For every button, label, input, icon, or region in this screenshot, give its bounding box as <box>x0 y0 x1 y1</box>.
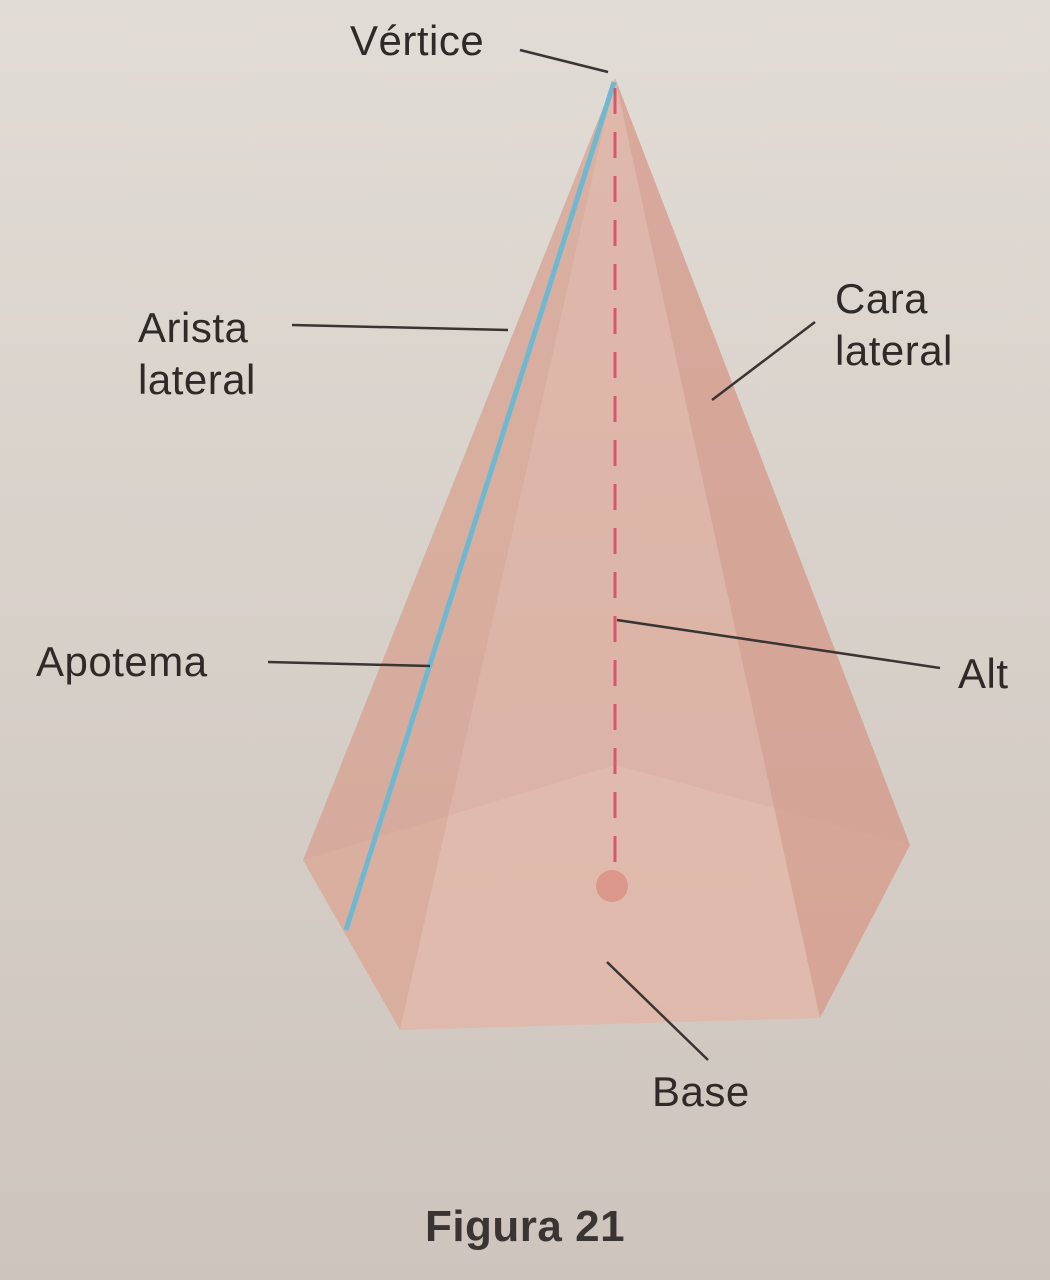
apothem-label: Apotema <box>36 636 208 688</box>
lateral-face-label: Cara lateral <box>835 273 953 377</box>
height-label-text: Alt <box>958 650 1009 697</box>
apothem-leader-line <box>267 660 431 668</box>
apothem-line <box>343 81 617 931</box>
lateral-edge-label: Arista lateral <box>138 302 256 406</box>
lateral-face-leader-line <box>711 321 816 401</box>
vertex-label-text: Vértice <box>350 17 485 64</box>
lateral-face-left <box>303 78 615 1030</box>
lateral-edge-label-line2: lateral <box>138 356 256 403</box>
lateral-edge-label-line1: Arista <box>138 304 249 351</box>
base-leader-line <box>606 961 709 1061</box>
figure-caption: Figura 21 <box>424 1202 626 1251</box>
base-label: Base <box>652 1066 750 1118</box>
lateral-face-back <box>303 78 910 860</box>
lateral-face-right <box>615 78 910 1018</box>
vertex-leader-line <box>519 48 609 74</box>
height-label: Alt <box>958 648 1009 700</box>
base-label-text: Base <box>652 1068 750 1115</box>
lateral-face-label-line2: lateral <box>835 327 953 374</box>
lateral-edge-leader-line <box>291 323 509 332</box>
apothem-label-text: Apotema <box>36 638 208 685</box>
base-center-point <box>596 870 628 902</box>
lateral-face-front <box>400 78 820 1030</box>
vertex-label: Vértice <box>350 15 484 67</box>
height-leader-line <box>616 618 941 670</box>
lateral-face-label-line1: Cara <box>835 275 929 322</box>
